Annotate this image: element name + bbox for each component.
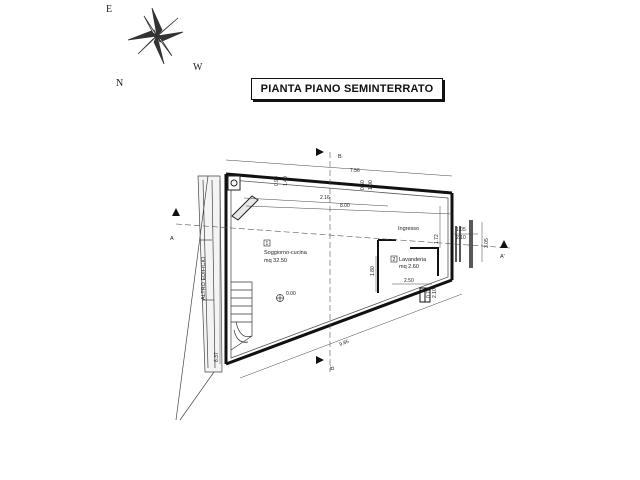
dim-ingresso-height: 1.72 — [434, 234, 440, 244]
compass-n-label: N — [116, 78, 123, 89]
section-lines — [175, 152, 511, 372]
dim-window-top: 2.16 — [320, 195, 330, 201]
level-marker-icon — [276, 294, 284, 302]
section-a-right-label: A' — [500, 254, 505, 260]
dim-right-a: 1.05 — [456, 227, 466, 233]
compass-rose-icon — [127, 7, 184, 65]
adjacent-building-label: ALTRO EDIFICIO — [201, 256, 207, 300]
dim-small-b: 1.40 — [283, 176, 289, 186]
dim-small-a: 0.90 — [274, 176, 280, 186]
staircase — [230, 281, 253, 351]
adjacent-building — [175, 175, 223, 421]
room-ingresso-name: Ingresso — [398, 226, 419, 232]
dim-diagonal: 9.85 — [339, 339, 350, 348]
dim-lav-height: 1.80 — [370, 266, 376, 276]
dim-door-a: 0.70 — [426, 288, 432, 298]
lavanderia-walls — [377, 239, 439, 293]
dim-left-wall: 6.37 — [214, 352, 220, 362]
dim-overall-top: 7.56 — [350, 168, 360, 174]
dim-right-c: 3.05 — [484, 238, 490, 248]
section-b-top-label: B — [338, 154, 342, 160]
corner-column — [227, 175, 241, 191]
dim-door-b: 2.10 — [432, 288, 438, 298]
dimension-lines — [219, 159, 483, 379]
room-1-number-box — [263, 239, 271, 247]
room-2-area: mq 2.60 — [399, 264, 419, 270]
room-2-number: 2 — [393, 257, 396, 263]
section-a-left-label: A — [170, 236, 174, 242]
plan-title: PIANTA PIANO SEMINTERRATO — [251, 78, 443, 100]
dim-lav-width: 2.50 — [404, 278, 414, 284]
compass-w-label: W — [193, 62, 203, 73]
level-value: 0.00 — [286, 291, 296, 297]
inner-wall-line — [230, 179, 449, 359]
outer-walls — [224, 172, 454, 366]
room-1-name: Soggiorno-cucina — [264, 250, 308, 256]
kitchen-counter — [231, 195, 259, 221]
room-1-area: mq 32.50 — [264, 258, 287, 264]
section-arrows — [172, 148, 508, 364]
section-b-bottom-label: B' — [330, 365, 336, 370]
dim-right-b: 2.10 — [456, 235, 466, 241]
dim-small-c: 0.60 — [360, 180, 366, 190]
room-2-number-box — [390, 255, 398, 263]
dim-small-d: 1.00 — [368, 180, 374, 190]
lavanderia-window — [419, 287, 431, 303]
dim-inner-top: 8.00 — [340, 203, 350, 209]
room-1-number: 1 — [266, 241, 269, 247]
room-2-name: Lavanderia — [399, 257, 427, 263]
compass-e-label: E — [106, 4, 112, 15]
